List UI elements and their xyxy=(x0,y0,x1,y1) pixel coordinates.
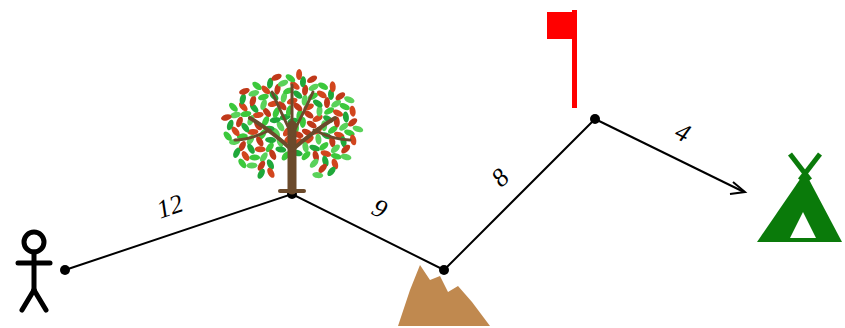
tree-leaf xyxy=(259,98,268,110)
tree-leaf xyxy=(329,143,341,155)
tree-leaf xyxy=(268,148,278,160)
tree-leaf xyxy=(239,93,247,105)
tree-leaf xyxy=(352,124,364,133)
tree-leaf xyxy=(317,81,330,92)
tree-leaf xyxy=(220,113,232,121)
tree-leaf xyxy=(237,157,248,169)
tree-leaf xyxy=(340,153,352,161)
tree-leaf xyxy=(315,133,322,145)
tree-leaf xyxy=(300,150,312,162)
tree-leaf xyxy=(308,157,320,169)
tree-leaf xyxy=(326,165,338,177)
tree-leaf xyxy=(255,146,266,152)
tree-leaf xyxy=(284,73,296,84)
tree-leaf xyxy=(343,95,355,105)
waypoint-dot xyxy=(439,265,449,275)
tree-leaf xyxy=(312,171,324,178)
tree-leaf xyxy=(222,130,234,142)
tree-icon xyxy=(220,69,364,191)
tree-leaf xyxy=(275,146,287,154)
tree-leaf xyxy=(296,69,302,80)
distance-label: 8 xyxy=(486,164,514,192)
tent-icon xyxy=(757,154,842,242)
mountain-icon xyxy=(398,265,490,326)
tree-leaf xyxy=(246,142,257,155)
tree-leaf xyxy=(312,98,324,109)
tree-leaf xyxy=(277,78,289,88)
stick-figure xyxy=(18,232,50,310)
tree-leaf xyxy=(232,147,242,159)
tree-leaf xyxy=(246,162,257,168)
tree-leaf xyxy=(256,167,267,180)
flag-icon xyxy=(547,10,577,108)
tree-leaf xyxy=(349,105,356,117)
distance-label: 12 xyxy=(154,191,187,224)
waypoint-dot xyxy=(590,114,600,124)
tree-trunk xyxy=(235,85,350,191)
tree-leaf xyxy=(238,87,250,96)
tree-leaf xyxy=(270,72,282,82)
tree-leaf xyxy=(329,81,336,92)
tree-leaf xyxy=(330,152,342,161)
tree-leaf xyxy=(316,89,329,100)
tree-leaf xyxy=(226,119,235,131)
tree-leaf xyxy=(249,155,260,161)
tree-leaf xyxy=(266,167,276,180)
distance-label: 4 xyxy=(670,118,693,147)
trail-arrow-line xyxy=(595,119,744,192)
waypoint-dot xyxy=(60,265,70,275)
arrow-head xyxy=(730,182,745,194)
distance-label: 9 xyxy=(367,194,390,223)
trail-path xyxy=(65,119,595,270)
tree-leaf xyxy=(342,111,349,123)
tree-leaf xyxy=(306,74,319,85)
tree-leaf xyxy=(227,101,239,113)
tree-leaf xyxy=(251,80,263,92)
tree-leaf xyxy=(340,143,352,155)
tree-leaf xyxy=(338,102,351,112)
tree-leaf xyxy=(334,91,346,102)
